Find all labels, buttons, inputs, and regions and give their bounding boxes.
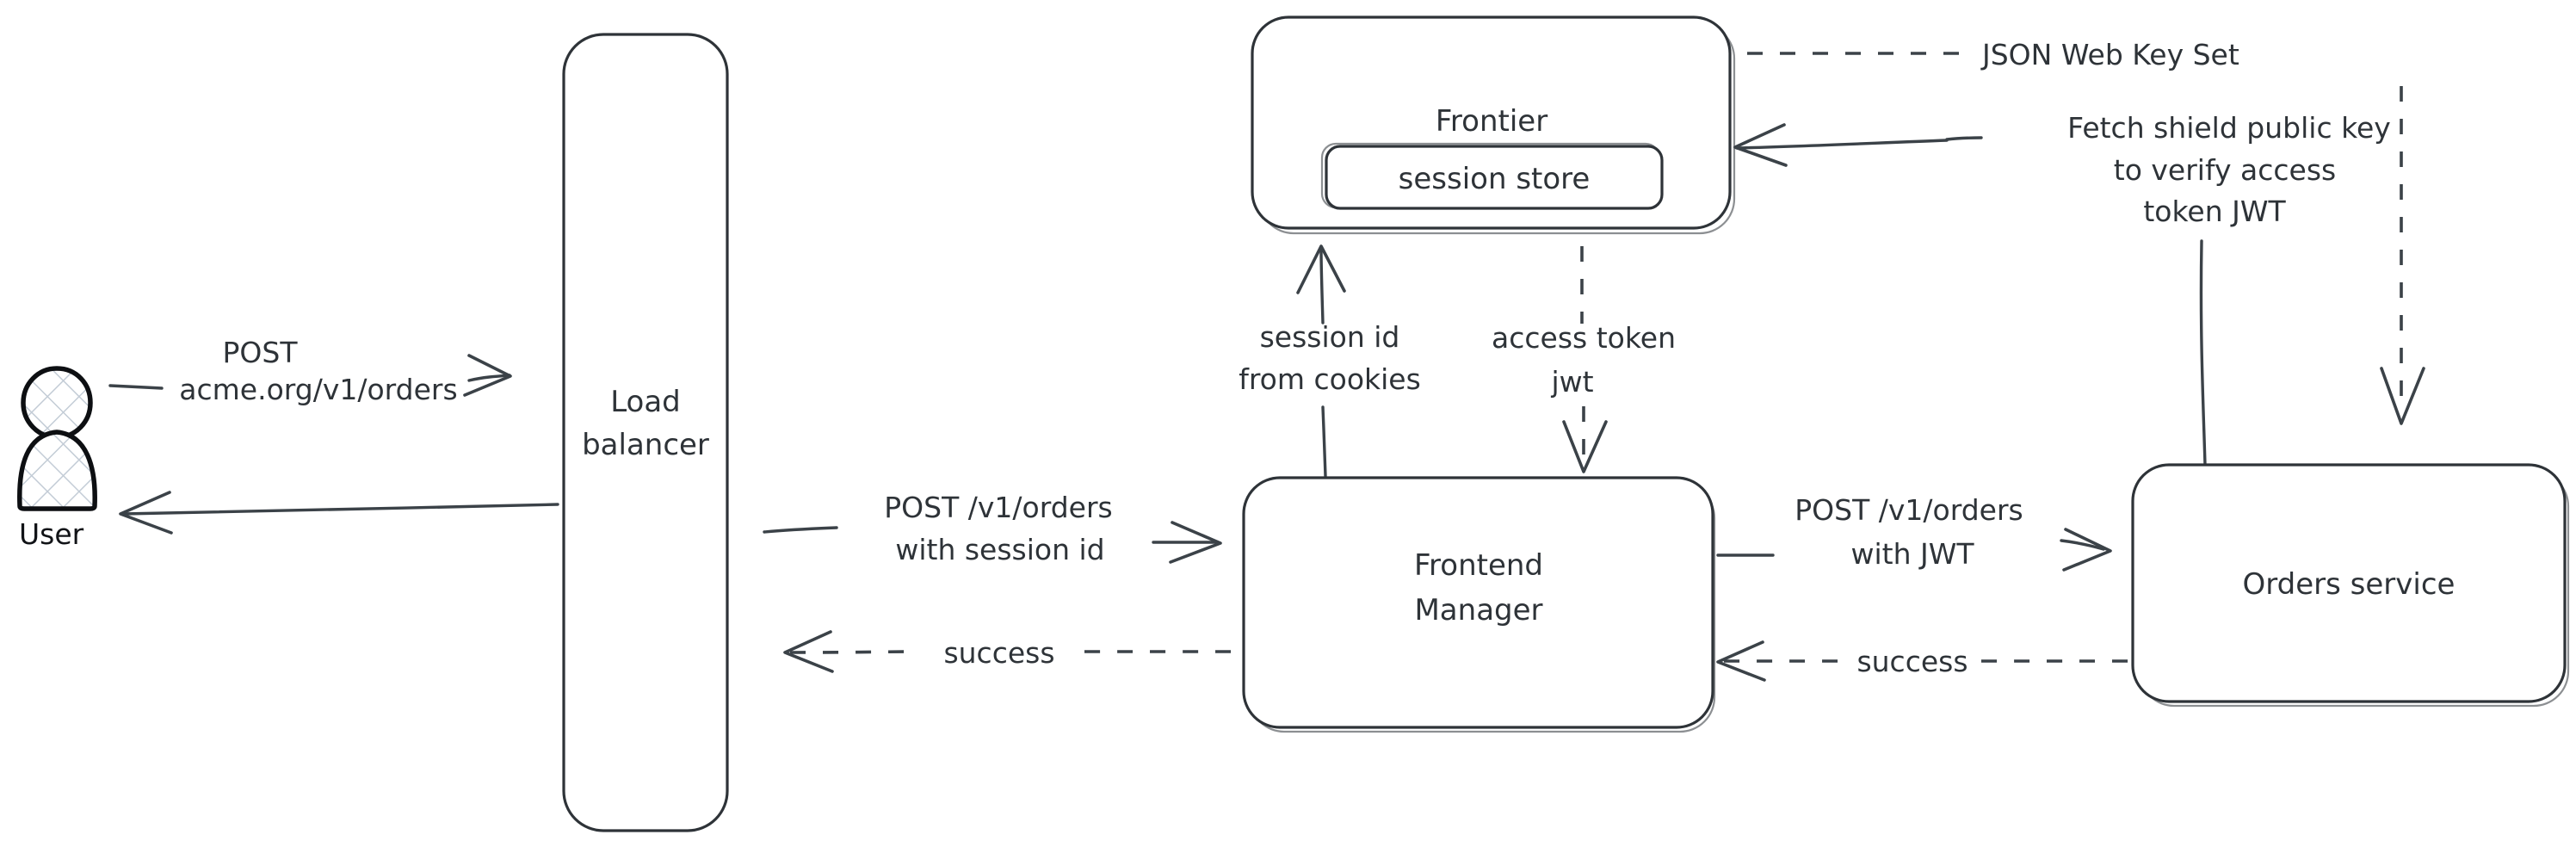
node-label-load-balancer-line2: balancer [582, 428, 709, 462]
edge-frontier-to-orders-service-jwks [1747, 52, 2425, 425]
edge-label-orders-to-frontier-line2: to verify access [2114, 153, 2336, 187]
node-session-store[interactable] [1320, 142, 1664, 210]
edge-label-user-to-lb-line2: acme.org/v1/orders [179, 373, 457, 406]
edge-frontend-manager-to-orders-service [1716, 528, 2112, 572]
node-load-balancer[interactable] [562, 33, 729, 832]
edge-label-frontier-to-fm-line1: access token [1492, 321, 1676, 355]
edge-label-lb-to-fm-line1: POST /v1/orders [884, 491, 1112, 524]
node-label-frontier: Frontier [1436, 104, 1547, 139]
user-actor-label: User [19, 517, 84, 551]
edge-label-user-to-lb-line1: POST [223, 336, 299, 369]
edge-label-orders-to-frontier-line1: Fetch shield public key [2067, 111, 2391, 145]
edge-label-fm-to-frontier-line1: session id [1260, 320, 1400, 354]
edge-label-frontier-to-fm-line2: jwt [1550, 365, 1593, 399]
node-label-orders-service: Orders service [2243, 567, 2456, 602]
node-orders-service[interactable] [2131, 463, 2570, 708]
edge-frontend-manager-to-frontier [1296, 244, 1346, 478]
user-actor-icon [17, 366, 97, 511]
edge-frontend-manager-to-lb [783, 630, 1246, 673]
edge-label-frontier-to-orders-jwks: JSON Web Key Set [1980, 38, 2239, 71]
edge-label-fm-to-orders-line1: POST /v1/orders [1795, 493, 2023, 527]
node-label-load-balancer-line1: Load [610, 385, 681, 419]
edge-frontier-to-frontend-manager [1562, 246, 1608, 473]
edge-orders-service-to-frontend-manager [1716, 640, 2133, 682]
edge-label-orders-to-frontier-line3: token JWT [2143, 195, 2286, 228]
edge-user-to-load-balancer [108, 354, 512, 397]
edge-load-balancer-to-user [119, 491, 559, 535]
node-frontend-manager[interactable] [1242, 476, 1716, 733]
edge-label-fm-to-orders-line2: with JWT [1850, 537, 1974, 571]
edge-lb-to-frontend-manager [763, 521, 1222, 564]
node-label-frontend-manager-line1: Frontend [1414, 548, 1543, 583]
edge-label-lb-to-fm-line2: with session id [895, 533, 1104, 566]
edge-label-orders-to-fm: success [1856, 645, 1968, 678]
node-label-session-store: session store [1399, 162, 1591, 196]
edge-label-fm-to-lb: success [943, 636, 1054, 670]
node-label-frontend-manager-line2: Manager [1414, 593, 1542, 628]
edge-orders-service-to-frontier [1733, 123, 2207, 467]
edge-label-fm-to-frontier-line2: from cookies [1239, 362, 1421, 396]
